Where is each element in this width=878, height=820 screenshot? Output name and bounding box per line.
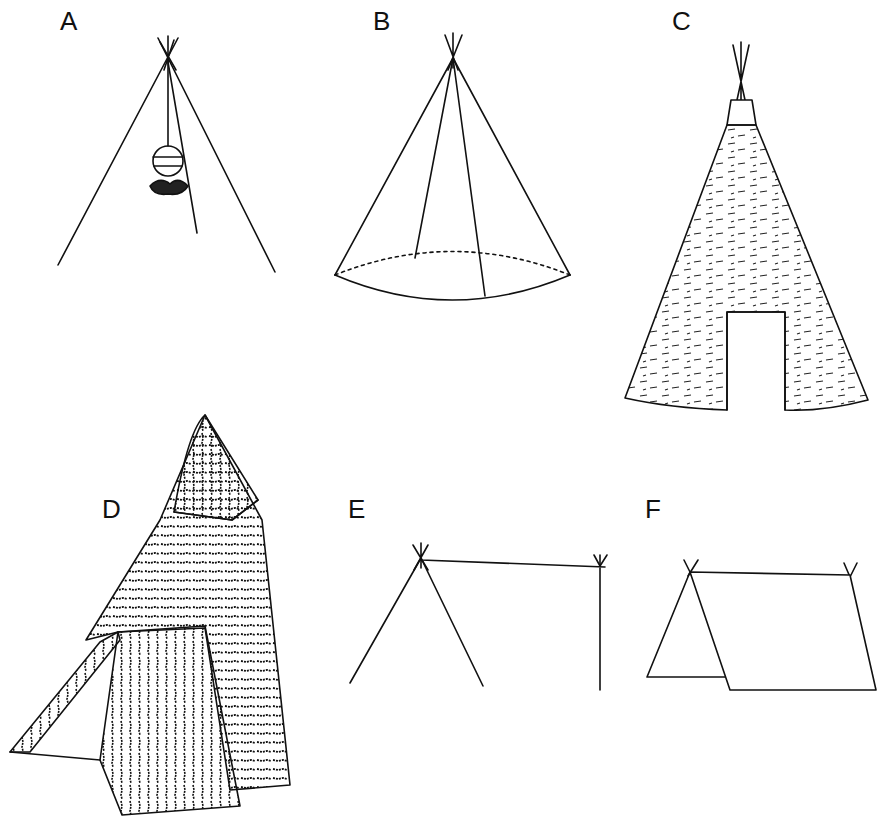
- panel-letter: B: [373, 8, 390, 34]
- panel-letter: A: [60, 8, 77, 34]
- lean-to-frame-figure: [350, 543, 607, 690]
- panel-letter: E: [348, 496, 365, 522]
- bark-tipi-figure: [10, 415, 290, 815]
- covered-tipi-figure: [625, 42, 868, 410]
- covered-lean-to-figure: [647, 560, 876, 690]
- panel-letter: D: [102, 496, 121, 522]
- panel-letter: F: [645, 496, 661, 522]
- tripod-figure: [58, 36, 275, 272]
- panel-letter: C: [672, 8, 691, 34]
- cone-frame-figure: [335, 33, 570, 300]
